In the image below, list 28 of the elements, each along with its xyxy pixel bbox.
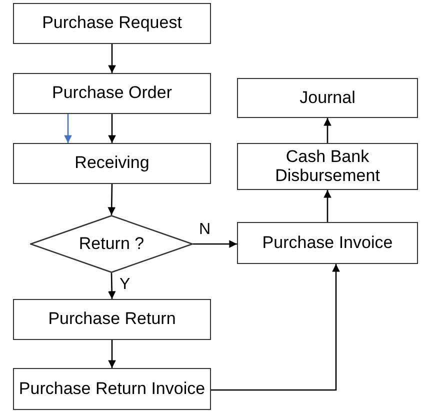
node-label: Purchase Return Invoice bbox=[18, 380, 206, 398]
node-label: Cash Bank Disbursement bbox=[274, 148, 381, 186]
decision-diamond bbox=[30, 215, 193, 273]
node-label: Journal bbox=[300, 88, 356, 108]
process-box bbox=[13, 143, 211, 184]
process-box bbox=[237, 78, 418, 118]
process-box bbox=[13, 73, 211, 114]
arrow bbox=[64, 114, 72, 143]
node-label: Return ? bbox=[78, 234, 144, 254]
node-label: Receiving bbox=[74, 154, 150, 173]
node-label: Purchase Return bbox=[48, 310, 176, 329]
process-box bbox=[237, 222, 418, 264]
process-box bbox=[237, 143, 418, 190]
process-box bbox=[13, 368, 211, 410]
arrow bbox=[193, 240, 237, 248]
process-box bbox=[13, 3, 211, 44]
arrow bbox=[108, 272, 116, 300]
node-label: Purchase Invoice bbox=[262, 234, 393, 252]
process-box bbox=[13, 299, 211, 340]
arrow bbox=[108, 340, 116, 368]
arrow bbox=[324, 118, 332, 143]
arrow bbox=[324, 190, 332, 222]
arrow bbox=[108, 44, 116, 73]
node-label: Purchase Request bbox=[42, 14, 182, 33]
arrow bbox=[108, 114, 116, 143]
node-label: Purchase Order bbox=[52, 84, 172, 103]
arrow bbox=[211, 264, 340, 391]
arrow bbox=[108, 184, 116, 216]
